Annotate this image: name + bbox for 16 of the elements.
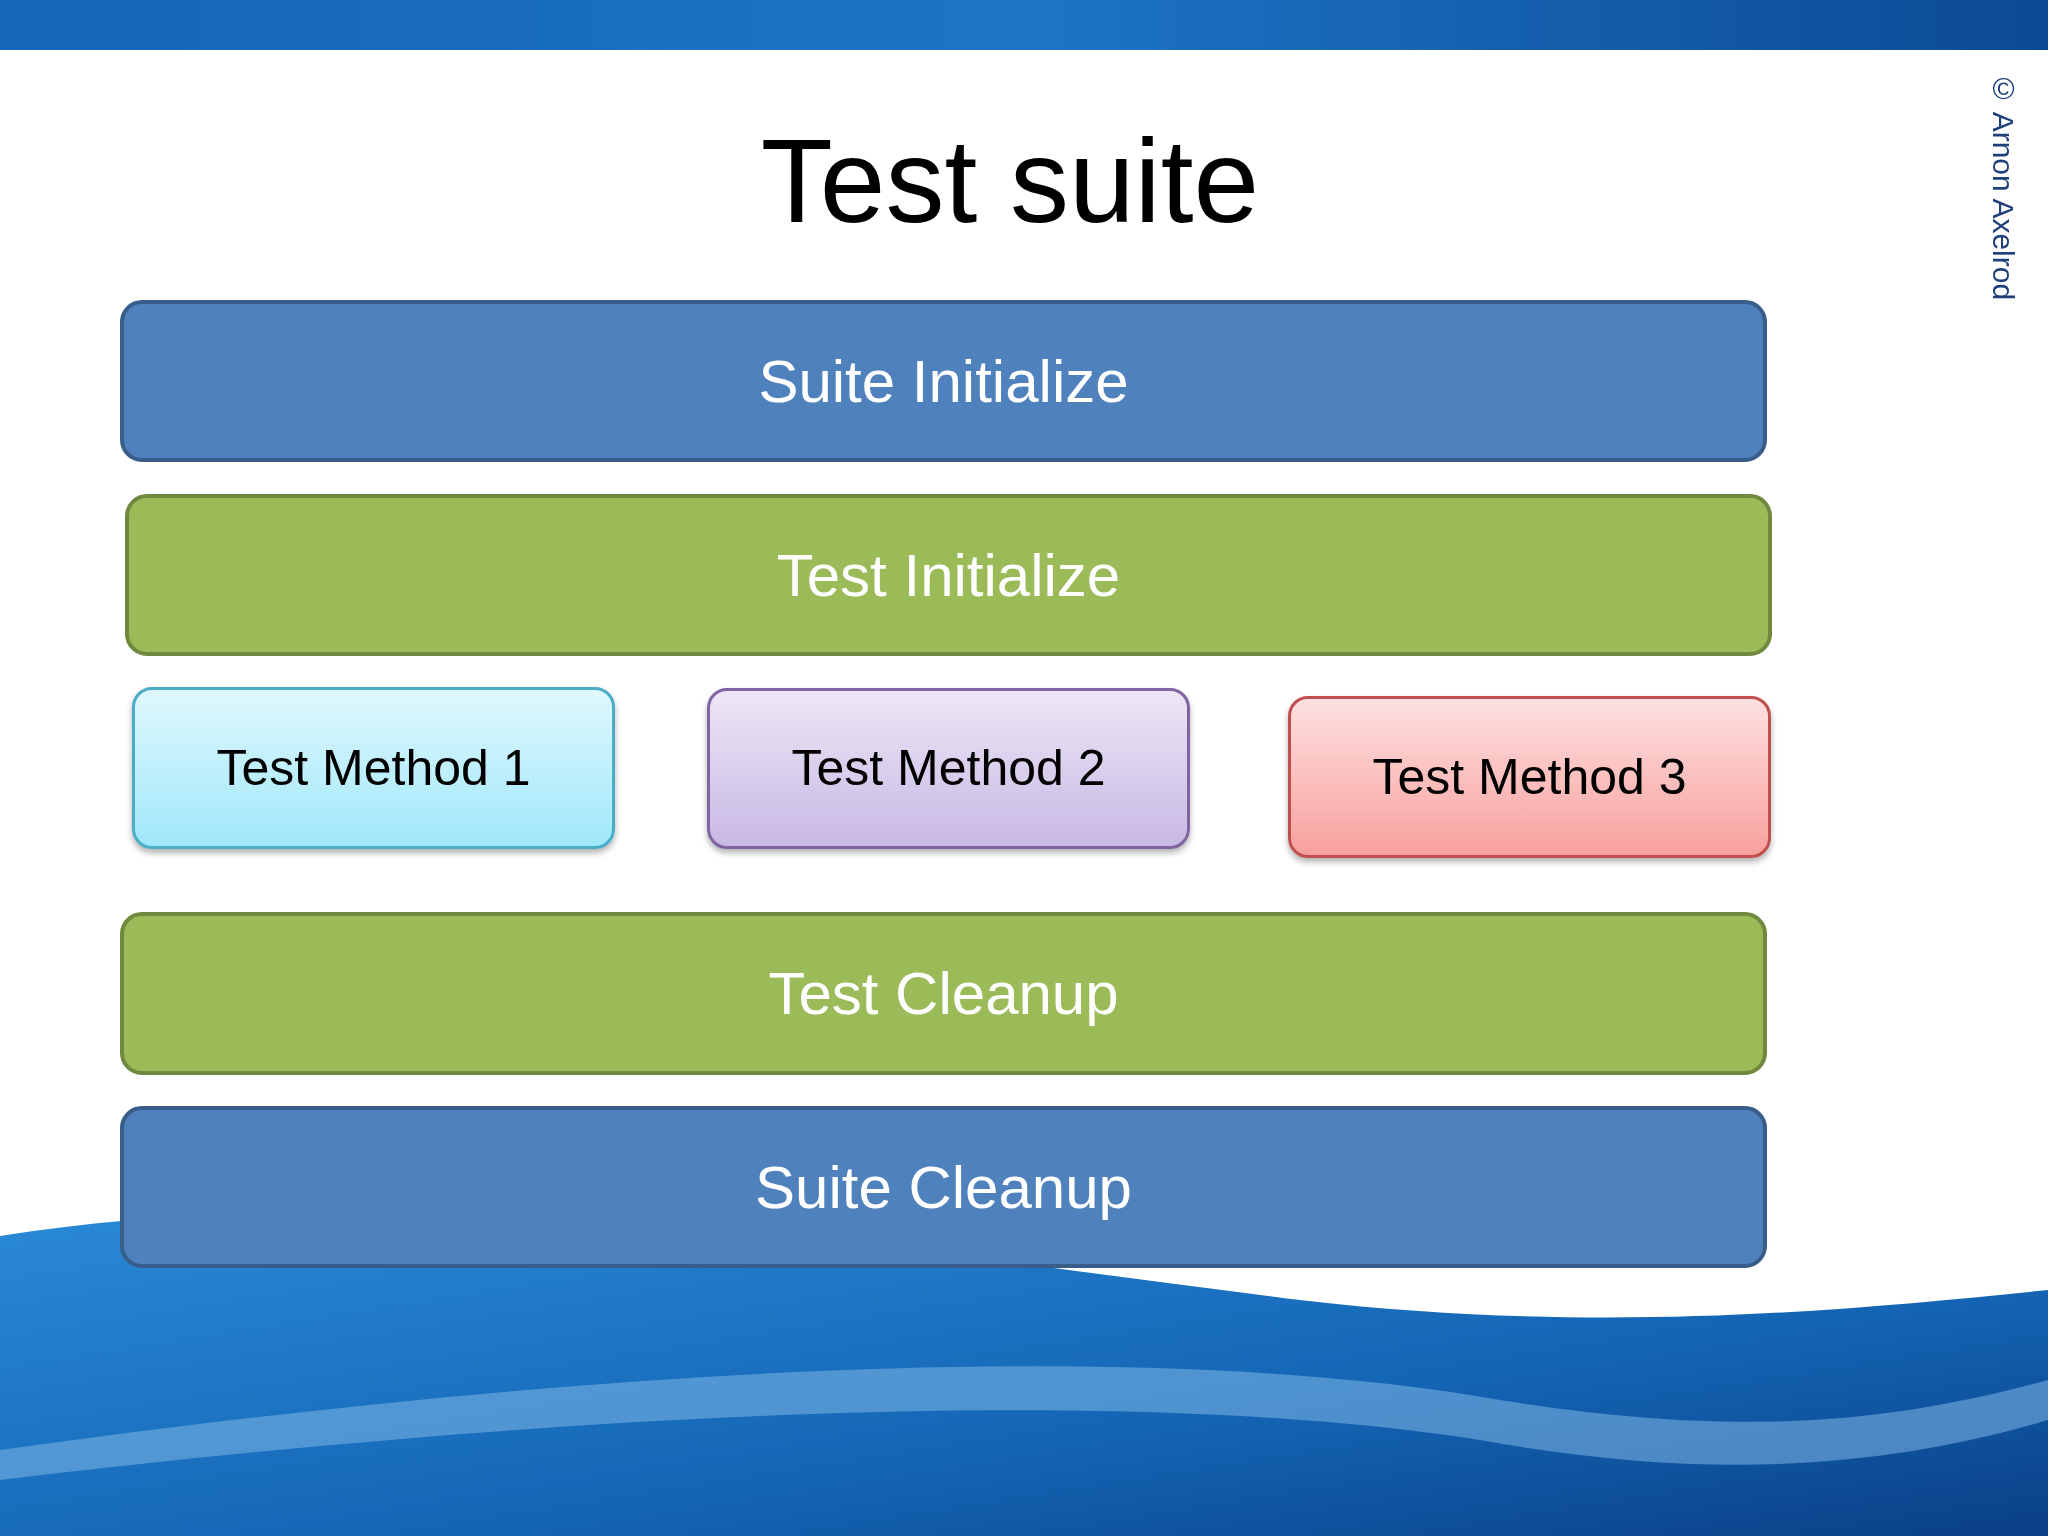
box-label: Test Cleanup <box>768 959 1119 1029</box>
box-label: Test Initialize <box>776 540 1121 611</box>
box-label: Test Method 3 <box>1372 747 1687 807</box>
box-label: Test Method 2 <box>791 739 1106 799</box>
method-box <box>132 687 615 849</box>
stage-bar <box>120 1106 1767 1268</box>
slide-title: Test suite <box>759 122 1261 240</box>
box-label: Test Method 1 <box>216 738 531 798</box>
method-box <box>707 688 1190 849</box>
copyright-note: © Arnon Axelrod <box>1988 72 2018 301</box>
method-box <box>1288 696 1771 858</box>
stage-bar <box>125 494 1772 656</box>
box-label: Suite Cleanup <box>755 1152 1132 1223</box>
stage-bar <box>120 912 1767 1075</box>
stage-bar <box>120 300 1767 462</box>
box-label: Suite Initialize <box>758 346 1129 417</box>
